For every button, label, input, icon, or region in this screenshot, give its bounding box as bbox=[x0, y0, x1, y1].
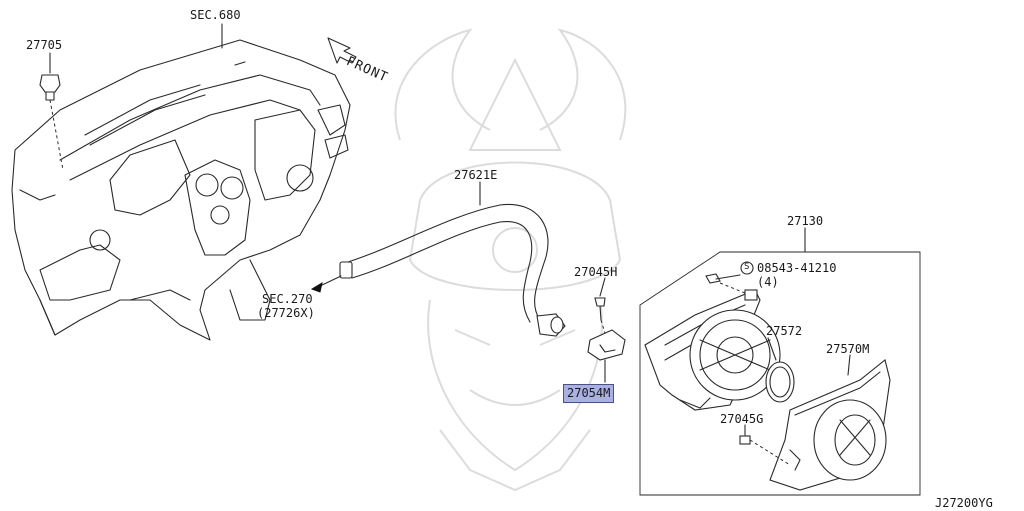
figure-id: J27200YG bbox=[935, 496, 993, 510]
label-27621E[interactable]: 27621E bbox=[454, 168, 498, 182]
label-sec680[interactable]: SEC.680 bbox=[190, 8, 241, 22]
assembly-27130-box bbox=[639, 227, 921, 496]
s-circle-icon: S bbox=[744, 262, 750, 272]
front-arrow bbox=[327, 37, 357, 64]
dashboard-panel bbox=[11, 23, 351, 341]
label-27054M-highlighted[interactable]: 27054M bbox=[563, 384, 615, 403]
sensor-27054M bbox=[587, 329, 626, 383]
screw-08543 bbox=[705, 261, 754, 294]
ring-27572 bbox=[765, 337, 795, 403]
clip-27045G bbox=[739, 424, 791, 466]
label-27130[interactable]: 27130 bbox=[787, 214, 824, 228]
label-27570M[interactable]: 27570M bbox=[826, 342, 870, 356]
label-27572[interactable]: 27572 bbox=[766, 324, 803, 338]
screw-27045H bbox=[594, 277, 608, 341]
label-27705[interactable]: 27705 bbox=[26, 38, 63, 52]
hose-27621E bbox=[310, 181, 566, 337]
label-08543-41210[interactable]: 08543-41210 bbox=[757, 261, 837, 275]
label-sec270[interactable]: SEC.270 bbox=[262, 292, 313, 306]
control-unit-body bbox=[644, 289, 781, 411]
panel-27570M bbox=[769, 354, 891, 491]
watermark-logo bbox=[394, 28, 627, 492]
label-sec270-ref: (27726X) bbox=[257, 306, 315, 320]
label-screw-qty: (4) bbox=[757, 275, 779, 289]
label-27045G[interactable]: 27045G bbox=[720, 412, 764, 426]
label-27045H[interactable]: 27045H bbox=[574, 265, 618, 279]
clip-27705 bbox=[39, 52, 64, 171]
